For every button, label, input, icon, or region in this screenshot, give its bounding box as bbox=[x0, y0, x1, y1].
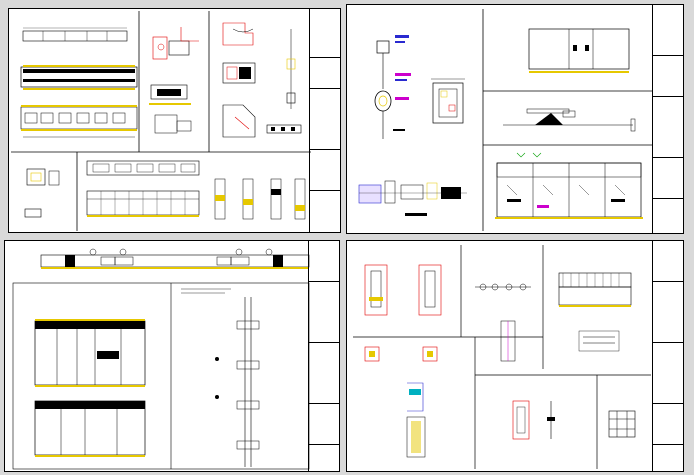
sheet-1-title-block bbox=[309, 9, 340, 232]
sheet-2[interactable] bbox=[346, 4, 684, 234]
sheet-4[interactable] bbox=[346, 240, 684, 472]
sheet-3[interactable] bbox=[4, 240, 340, 472]
sheet-3-title-block bbox=[308, 241, 339, 471]
sheet-3-drawing bbox=[12, 248, 310, 470]
sheet-2-drawing bbox=[358, 9, 653, 231]
sheet-2-title-block bbox=[652, 5, 683, 233]
sheet-1-drawing bbox=[11, 11, 311, 231]
sheet-1[interactable] bbox=[8, 8, 341, 233]
sheet-4-drawing bbox=[353, 245, 651, 469]
sheet-4-title-block bbox=[652, 241, 683, 471]
